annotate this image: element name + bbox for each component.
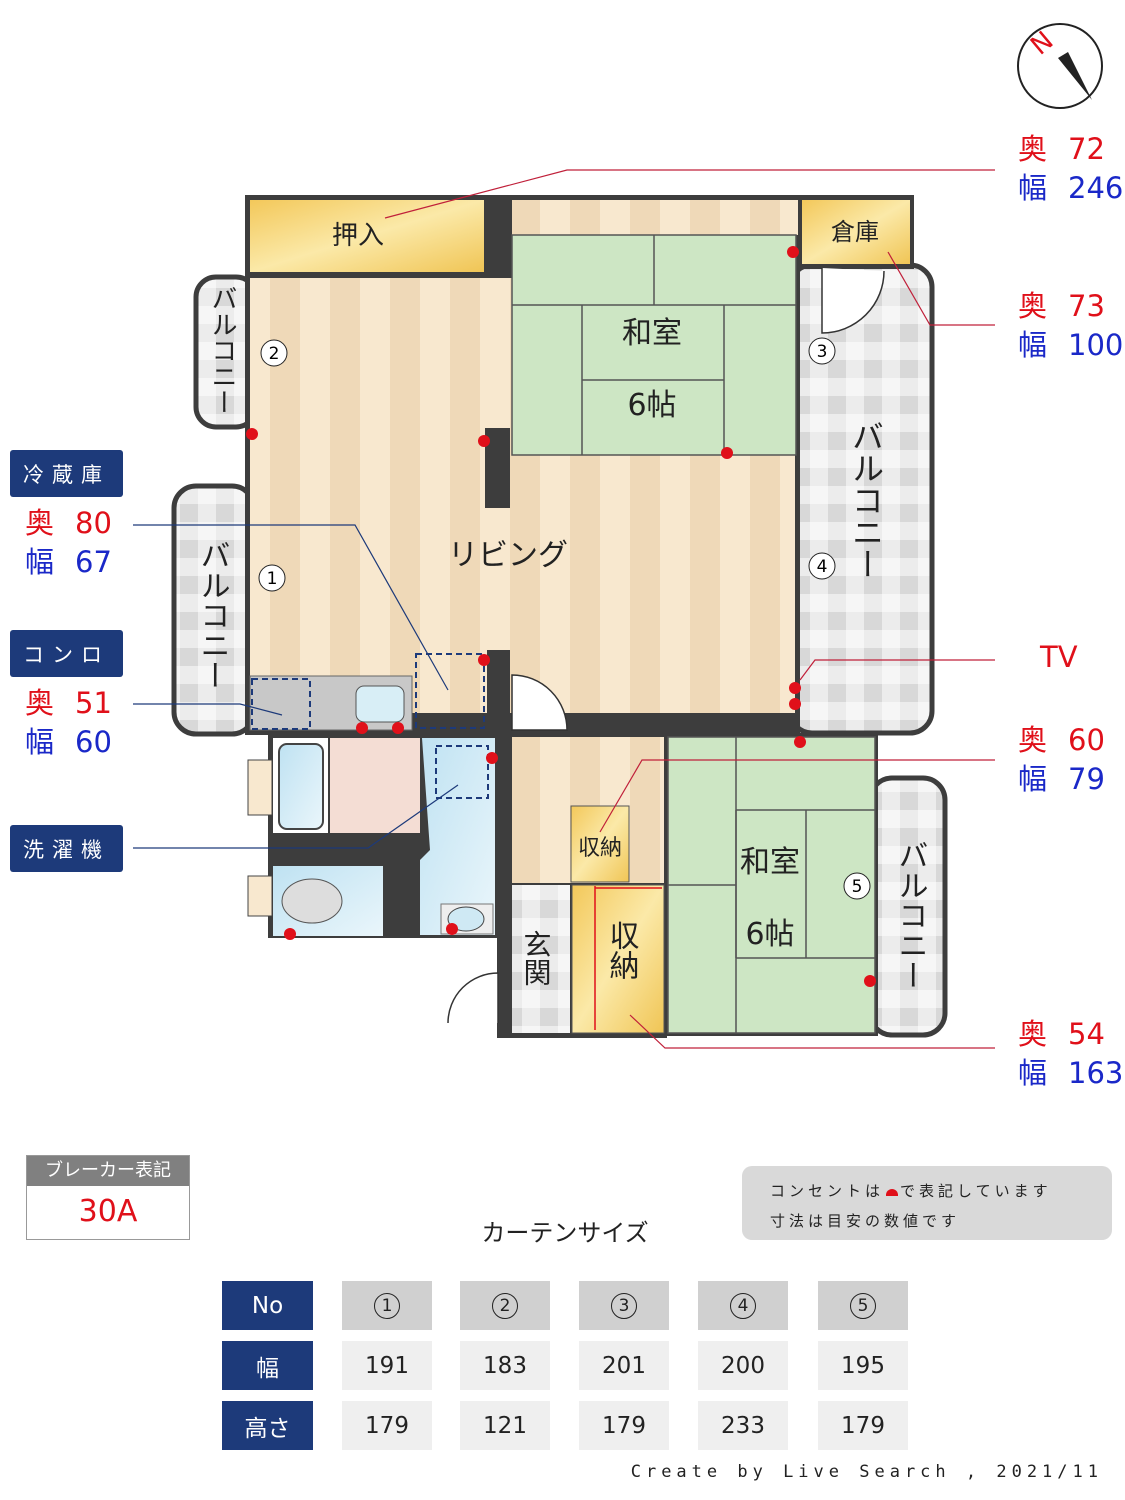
label-washitsu-lower: 和室 <box>740 845 800 880</box>
curtain-height: 121 <box>460 1401 550 1450</box>
oshiire-closet <box>250 200 484 272</box>
footer-credit: Create by Live Search , 2021/11 <box>630 1462 1103 1482</box>
curtain-width: 200 <box>698 1341 788 1390</box>
window-5: 5 <box>852 877 863 897</box>
curtain-no: 1 <box>374 1292 400 1319</box>
curtain-no: 3 <box>611 1292 637 1319</box>
breaker-box: ブレーカー表記 30A <box>26 1155 190 1240</box>
outlet-markers <box>246 246 876 987</box>
fridge-marker <box>415 653 485 729</box>
stove-badge: コンロ <box>10 630 123 677</box>
washitsu-lower <box>667 736 876 1034</box>
shuno-small <box>570 805 630 883</box>
fridge-badge: 冷蔵庫 <box>10 450 123 497</box>
window-1: 1 <box>267 569 278 589</box>
label-washitsu-upper: 和室 <box>622 316 682 351</box>
washroom <box>420 738 495 935</box>
curtain-no: 5 <box>850 1292 876 1319</box>
curtain-height: 179 <box>579 1401 669 1450</box>
washer-badge: 洗濯機 <box>10 825 123 872</box>
washer-marker <box>435 745 489 799</box>
window-3: 3 <box>817 342 828 362</box>
label-balcony-right: バルコニー <box>847 420 885 580</box>
north-arrow-icon <box>1058 52 1092 100</box>
label-shuno-big: 収納 <box>604 920 640 980</box>
header-width: 幅 <box>222 1341 313 1390</box>
header-height: 高さ <box>222 1401 313 1450</box>
washitsu-upper <box>511 234 797 456</box>
label-balcony-2: バルコニー <box>207 285 237 415</box>
shuno-big <box>571 884 665 1034</box>
curtain-width: 183 <box>460 1341 550 1390</box>
label-washitsu-upper-size: 6帖 <box>627 388 676 423</box>
curtain-height: 179 <box>342 1401 432 1450</box>
label-shuno-small: 収納 <box>578 836 622 861</box>
curtain-title: カーテンサイズ <box>481 1219 649 1247</box>
curtain-height: 179 <box>818 1401 908 1450</box>
label-washitsu-lower-size: 6帖 <box>745 917 794 952</box>
legend-note: コンセントはで表記しています 寸法は目安の数値です <box>742 1166 1112 1240</box>
window-4: 4 <box>817 557 828 577</box>
outlet-icon <box>886 1189 899 1196</box>
stove-marker <box>251 678 311 730</box>
compass: N <box>1017 23 1103 109</box>
label-balcony-1: バルコニー <box>195 540 230 690</box>
label-oshiire: 押入 <box>332 221 384 251</box>
breaker-label: ブレーカー表記 <box>27 1156 189 1186</box>
tv-label: TV <box>1040 640 1078 674</box>
window-2: 2 <box>269 344 280 364</box>
label-souko: 倉庫 <box>831 218 879 246</box>
breaker-value: 30A <box>78 1194 138 1229</box>
curtain-no: 4 <box>730 1292 756 1319</box>
leader-lines <box>133 169 995 1049</box>
curtain-height: 233 <box>698 1401 788 1450</box>
genkan <box>512 885 570 1033</box>
label-balcony-5: バルコニー <box>893 840 928 990</box>
label-living: リビング <box>448 538 568 573</box>
curtain-width: 191 <box>342 1341 432 1390</box>
curtain-width: 201 <box>579 1341 669 1390</box>
bathroom <box>330 738 420 833</box>
souko-storage <box>802 200 910 264</box>
curtain-no: 2 <box>492 1292 518 1319</box>
label-genkan: 玄関 <box>520 930 553 986</box>
header-no: No <box>222 1281 313 1330</box>
bathtub <box>278 743 324 830</box>
curtain-width: 195 <box>818 1341 908 1390</box>
